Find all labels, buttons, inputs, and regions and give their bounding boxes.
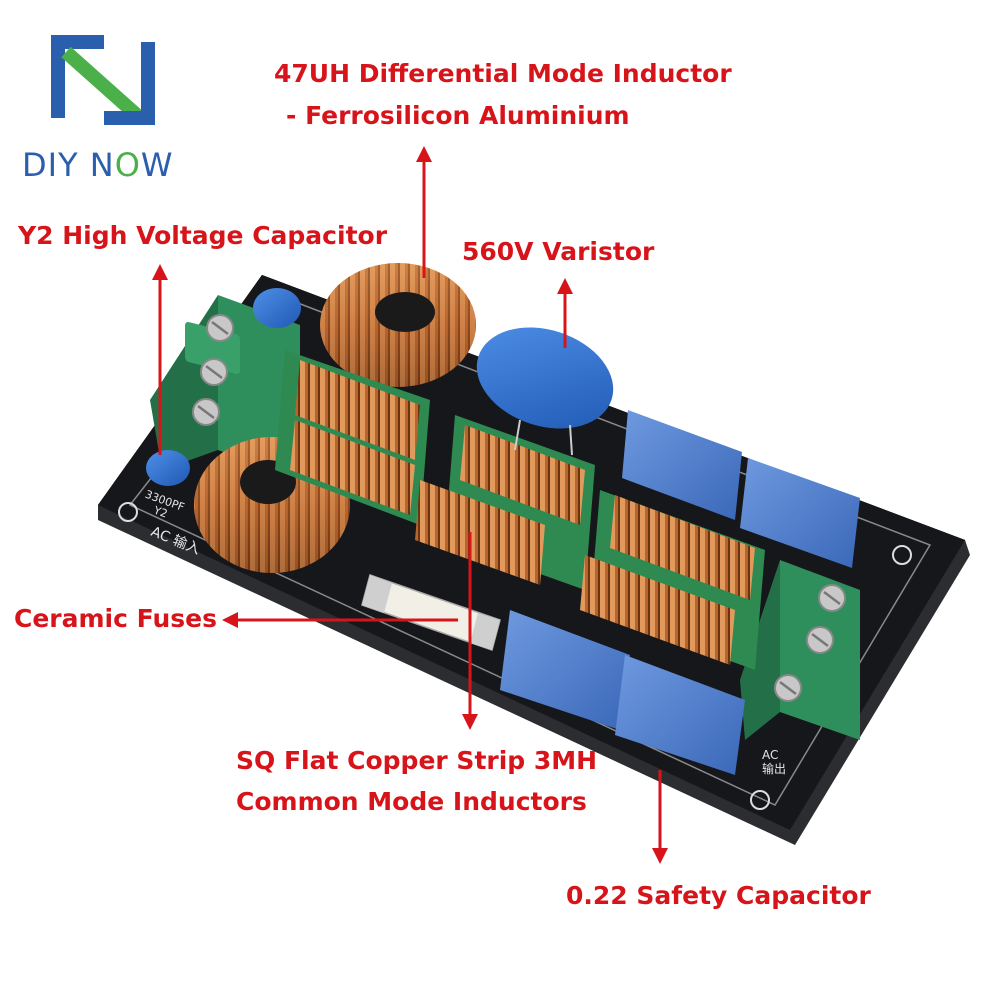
label-inductor-diff-line2: - Ferrosilicon Aluminium	[286, 101, 630, 130]
brand-name-part1: DIY N	[22, 146, 115, 184]
pointer-arrows	[152, 146, 668, 864]
label-inductor-diff-line1: 47UH Differential Mode Inductor	[274, 59, 732, 88]
varistor	[476, 327, 614, 456]
input-terminal-block	[150, 295, 300, 480]
label-safety-capacitor: 0.22 Safety Capacitor	[566, 881, 871, 910]
common-mode-inductor-1	[275, 350, 430, 525]
label-common-mode-line2: Common Mode Inductors	[236, 787, 587, 816]
brand-name-part2: O	[114, 146, 141, 184]
output-terminal-block	[740, 560, 860, 740]
brand-name: DIY NOW	[22, 146, 174, 184]
ac-output-silkscreen: AC 输出	[762, 748, 787, 776]
ceramic-fuse	[361, 574, 501, 651]
brand-logo-mark	[51, 35, 155, 125]
label-common-mode-line1: SQ Flat Copper Strip 3MH	[236, 746, 598, 775]
label-varistor: 560V Varistor	[462, 237, 655, 266]
brand-name-part3: W	[140, 146, 174, 184]
toroid-inductor-top	[320, 263, 476, 387]
label-y2-capacitor: Y2 High Voltage Capacitor	[18, 221, 388, 250]
safety-capacitor-3	[500, 610, 630, 730]
safety-capacitor-1	[622, 410, 742, 520]
y2-capacitor	[146, 288, 301, 486]
label-fuses: Ceramic Fuses	[14, 604, 217, 633]
common-mode-inductor-3	[580, 490, 765, 670]
safety-capacitor-2	[740, 458, 860, 568]
common-mode-inductor-2	[415, 415, 595, 590]
safety-capacitor-4	[615, 655, 745, 775]
